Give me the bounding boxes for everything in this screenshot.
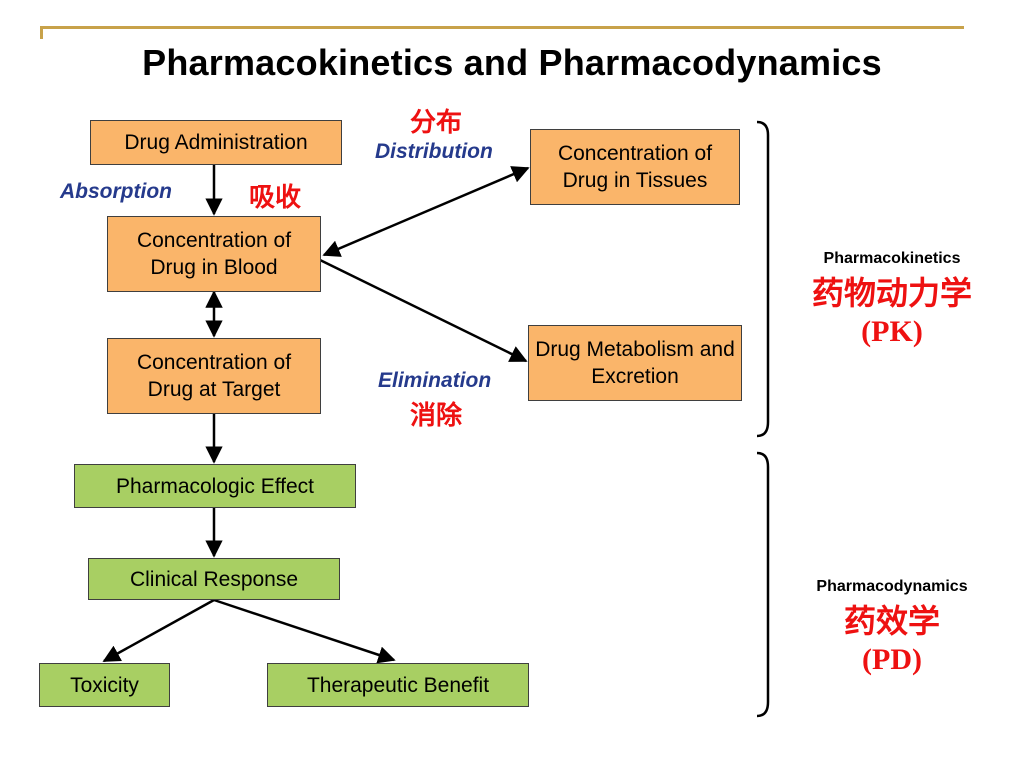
therapeutic-benefit-label: Therapeutic Benefit <box>306 673 490 697</box>
concentration-tissues-box: Concentration of Drug in Tissues <box>530 129 740 205</box>
pk-group-abbr: (PK) <box>861 315 923 348</box>
toxicity-label: Toxicity <box>70 673 139 697</box>
therapeutic-benefit-box: Therapeutic Benefit <box>267 663 529 707</box>
distribution-cn-label: 分布 <box>410 107 463 137</box>
clinical-response-label: Clinical Response <box>129 567 299 591</box>
arrow-response-to-benefit <box>213 598 396 664</box>
arrow-blood-to-metabolism <box>319 258 528 363</box>
title-rule-tick <box>40 26 43 39</box>
pd-group-label: Pharmacodynamics 药效学 (PD) <box>770 578 1014 680</box>
pharmacologic-effect-label: Pharmacologic Effect <box>115 474 315 498</box>
concentration-tissues-label: Concentration of Drug in Tissues <box>557 142 713 192</box>
absorption-label: Absorption <box>60 180 172 203</box>
concentration-target-label: Concentration of Drug at Target <box>136 351 292 401</box>
pharmacologic-effect-box: Pharmacologic Effect <box>74 464 356 508</box>
pd-group-en: Pharmacodynamics <box>816 578 968 595</box>
pd-brace <box>756 451 770 718</box>
arrow-blood-tissues <box>322 166 530 257</box>
concentration-target-box: Concentration of Drug at Target <box>107 338 321 414</box>
pk-brace <box>756 120 770 438</box>
concentration-blood-box: Concentration of Drug in Blood <box>107 216 321 292</box>
elimination-cn-label: 消除 <box>410 400 463 430</box>
concentration-blood-label: Concentration of Drug in Blood <box>136 229 292 279</box>
pk-group-cn: 药物动力学 <box>811 275 972 311</box>
drug-administration-box: Drug Administration <box>90 120 342 165</box>
pd-group-cn: 药效学 <box>843 603 940 639</box>
metabolism-excretion-label: Drug Metabolism and Excretion <box>535 338 735 388</box>
distribution-label: Distribution <box>375 140 493 163</box>
drug-administration-label: Drug Administration <box>124 131 308 154</box>
pk-group-en: Pharmacokinetics <box>823 250 961 267</box>
metabolism-excretion-box: Drug Metabolism and Excretion <box>528 325 742 401</box>
toxicity-box: Toxicity <box>39 663 170 707</box>
page-title: Pharmacokinetics and Pharmacodynamics <box>142 42 882 83</box>
title-rule <box>40 26 964 29</box>
elimination-label: Elimination <box>378 369 492 392</box>
pd-group-abbr: (PD) <box>862 643 922 676</box>
pk-group-label: Pharmacokinetics 药物动力学 (PK) <box>770 250 1014 352</box>
absorption-cn-label: 吸收 <box>249 182 302 212</box>
clinical-response-box: Clinical Response <box>88 558 340 600</box>
arrow-response-to-toxicity <box>102 598 215 663</box>
